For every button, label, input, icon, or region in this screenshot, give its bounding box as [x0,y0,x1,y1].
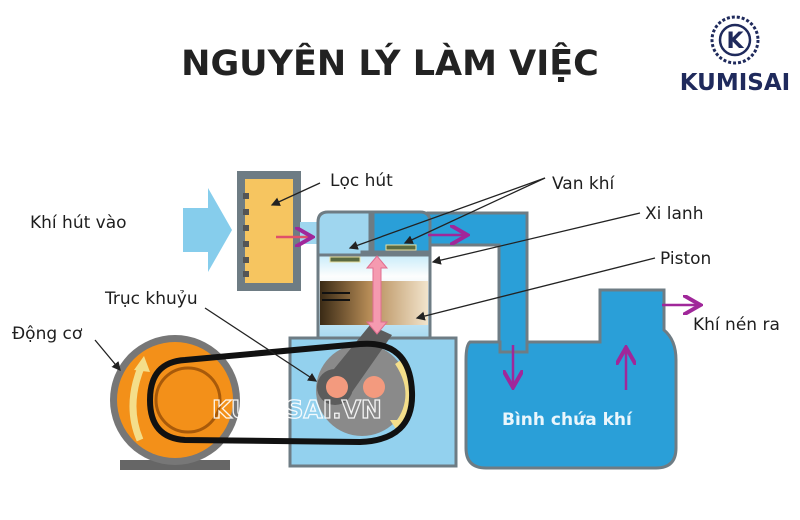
logo-ring [718,23,752,57]
motor-rotation-arrow [129,363,146,442]
label-outlet: Khí nén ra [693,315,780,335]
logo-letter: K [726,29,744,54]
piston-motion-arrow [365,255,389,335]
label-piston: Piston [660,249,711,269]
air-tank [464,288,678,470]
crank-pin [326,376,348,398]
label-valve: Van khí [552,174,616,194]
watermark: KUMISAI.VN [212,395,382,424]
logo-wreath [710,15,760,65]
filter-vents [243,193,249,277]
motor-rotation-arrowhead [134,356,150,372]
leader-lines [94,177,656,382]
leader-cylinder [431,212,641,265]
label-tank: Bình chứa khí [502,410,633,430]
leader-piston [415,257,656,321]
exhaust-valve-chamber [371,210,432,254]
intake-valve [329,256,361,263]
logo-brand: KUMISAI [680,70,790,96]
label-motor: Động cơ [12,324,83,344]
leader-exhaust-valve [403,177,546,244]
leader-crankshaft [204,307,318,382]
label-filter: Lọc hút [330,171,393,191]
kumisai-logo: K KUMISAI [680,15,790,96]
intake-arrow [183,188,232,272]
exhaust-valve [385,244,417,251]
leader-motor [94,339,121,371]
leader-filter [270,182,321,206]
drive-belt [146,340,416,446]
motor-pulley [154,366,222,434]
label-crankshaft: Trục khuỷu [104,289,198,309]
suction-filter [237,171,301,291]
page-title: NGUYÊN LÝ LÀM VIỆC [181,41,599,84]
label-intake: Khí hút vào [30,213,127,233]
leader-intake-valve [348,177,546,250]
label-cylinder: Xi lanh [645,204,703,224]
intake-valve-chamber [316,210,372,262]
crank-rotation-arrow [395,360,413,428]
crank-journal [363,376,385,398]
